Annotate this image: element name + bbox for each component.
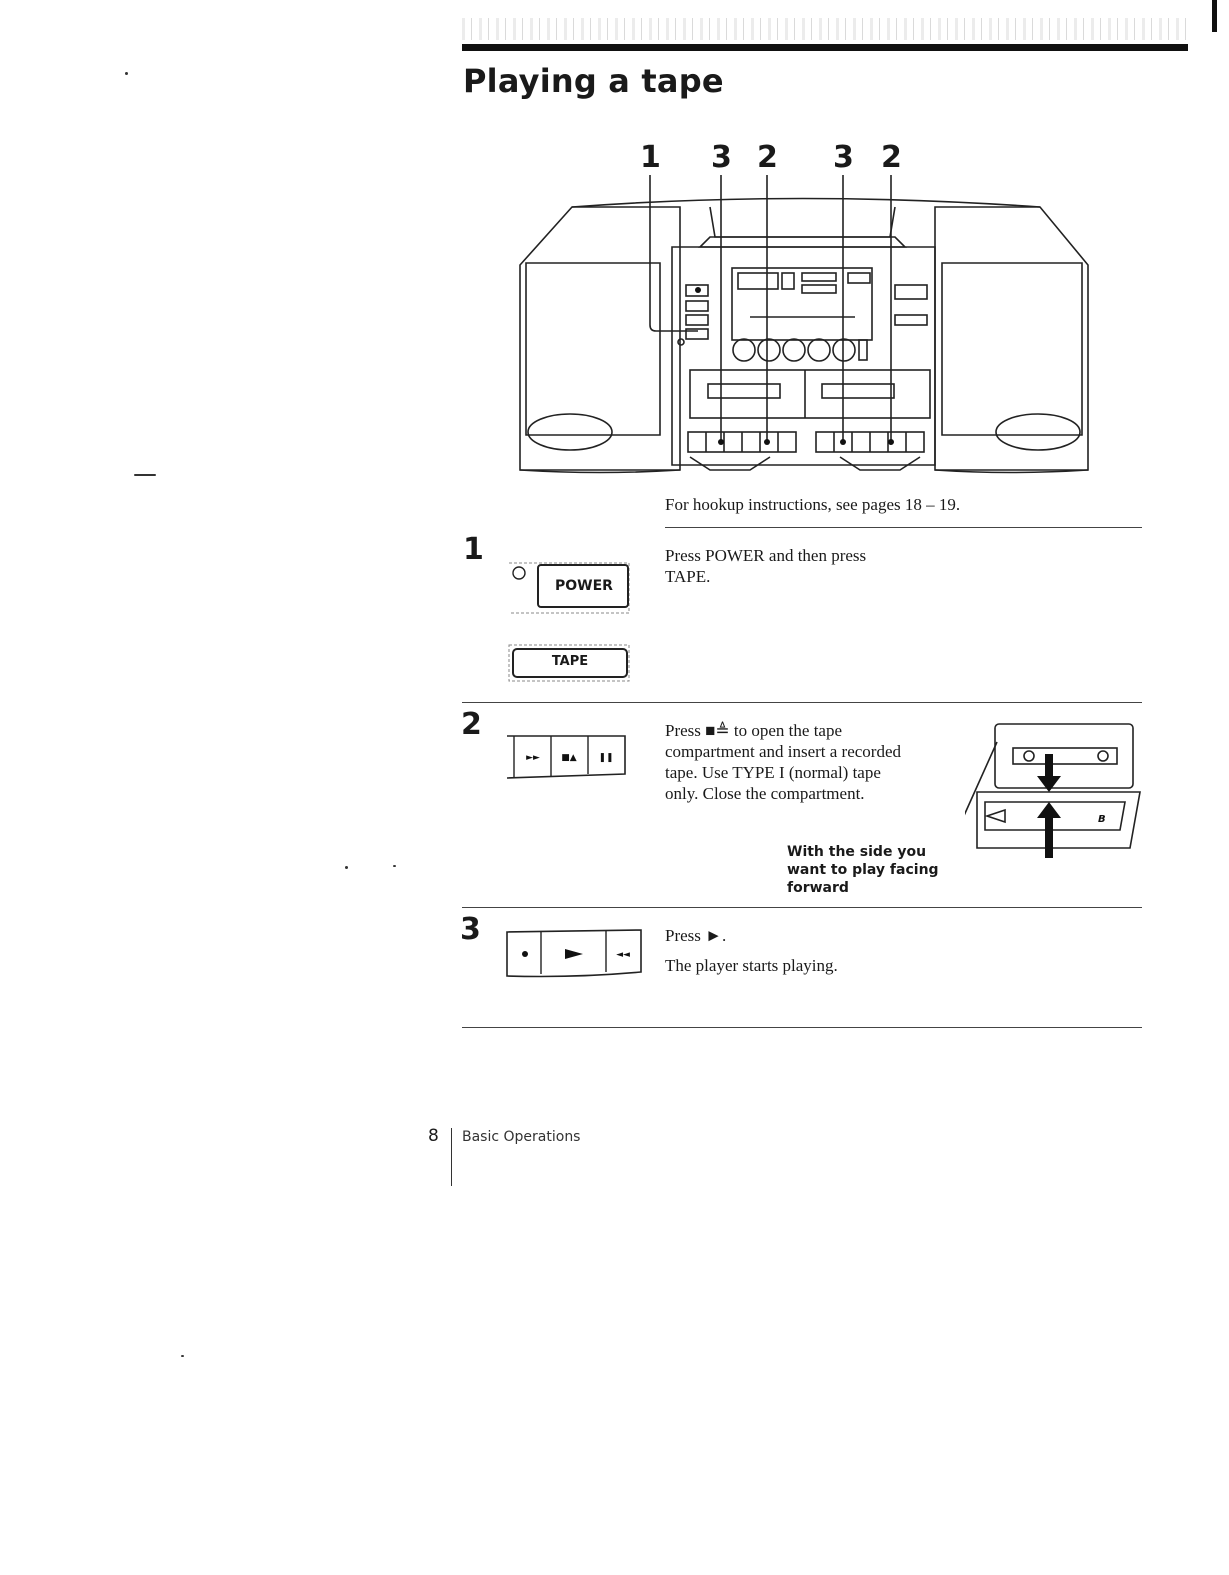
playback-controls-illustration: ◄◄ — [506, 929, 642, 978]
callout-3b: 3 — [833, 140, 854, 175]
step-2-number: 2 — [461, 707, 482, 742]
header-texture — [462, 18, 1188, 40]
tape-button-label: TAPE — [551, 654, 589, 669]
step-1-text: Press POWER and then press TAPE. — [665, 546, 867, 586]
step-3-text-line2: The player starts playing. — [665, 956, 838, 975]
header-rule — [462, 44, 1188, 51]
callout-1: 1 — [640, 140, 661, 175]
svg-text:◄◄: ◄◄ — [616, 950, 630, 960]
callout-2b: 2 — [881, 140, 902, 175]
page-edge-mark — [1212, 0, 1217, 32]
scan-speck — [393, 865, 396, 867]
hookup-note: For hookup instructions, see pages 18 – … — [665, 495, 961, 514]
power-button-label: POWER — [555, 578, 613, 594]
scan-speck — [134, 474, 156, 476]
svg-text:❚❚: ❚❚ — [598, 753, 613, 763]
cassette-caption: With the side you want to play facing fo… — [787, 844, 939, 896]
callout-2a: 2 — [757, 140, 778, 175]
scan-speck — [181, 1355, 184, 1357]
svg-text:■▲: ■▲ — [561, 753, 577, 763]
tape-button-illustration — [508, 644, 630, 682]
power-button-illustration — [509, 562, 630, 614]
page-title: Playing a tape — [463, 62, 724, 100]
divider — [462, 907, 1142, 908]
footer-section: Basic Operations — [462, 1129, 581, 1145]
callout-3a: 3 — [711, 140, 732, 175]
step-3-number: 3 — [460, 912, 481, 947]
divider — [462, 702, 1142, 703]
page-number: 8 — [428, 1126, 439, 1146]
footer-divider — [451, 1128, 452, 1186]
step-1-number: 1 — [463, 532, 484, 567]
step-2-text: Press ■≜ to open the tape compartment an… — [665, 721, 902, 803]
cassette-insert-illustration: B — [965, 723, 1141, 858]
divider — [462, 1027, 1142, 1028]
svg-text:►►: ►► — [526, 753, 540, 763]
divider — [665, 527, 1142, 528]
boombox-illustration — [519, 175, 1089, 474]
step-3-text-line1: Press ►. — [665, 926, 727, 945]
scan-speck — [345, 866, 348, 869]
scan-speck — [125, 72, 128, 75]
svg-text:B: B — [1098, 814, 1106, 825]
tape-controls-illustration: ►► ■▲ ❚❚ — [506, 735, 626, 779]
